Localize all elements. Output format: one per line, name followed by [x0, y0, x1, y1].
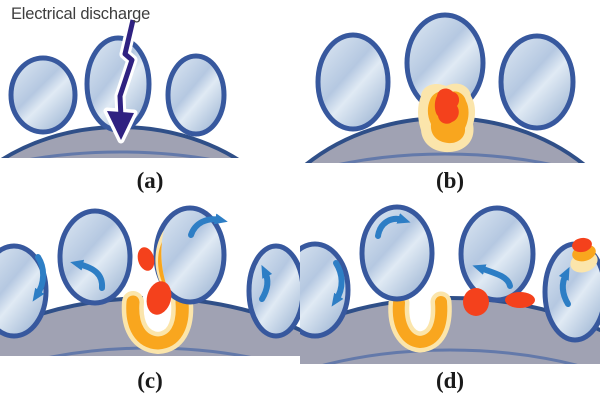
molten-droplet-right — [505, 292, 535, 308]
rotation-arrow-left — [70, 259, 106, 291]
melt-crater — [388, 284, 452, 353]
rotation-arrows — [331, 213, 571, 307]
panel-label-c: (c) — [137, 368, 163, 393]
panel-a: Electrical discharge (a) — [0, 0, 300, 200]
melt-pool-core — [434, 88, 460, 124]
melt-sliver-inner — [158, 242, 170, 295]
molten-droplet-crater-rim — [463, 288, 489, 316]
rotation-arrow-right — [472, 264, 513, 289]
powder-particle-right — [498, 33, 576, 131]
panel-c-drawing — [0, 205, 300, 400]
melt-sliver-outer — [155, 230, 172, 300]
rotation-arrow-far-right — [259, 264, 273, 302]
ejected-melt — [463, 237, 598, 316]
powder-particle-left — [57, 208, 133, 306]
powder-particle-right — [165, 53, 227, 137]
panel-bottom-mask — [300, 163, 600, 200]
powder-particle-far-right — [246, 243, 300, 339]
panel-c: (c) — [0, 200, 300, 400]
panel-label-d: (d) — [435, 368, 465, 393]
crater-melt-ring-inner — [392, 296, 448, 349]
rotation-arrow-far-left — [32, 254, 47, 302]
lightning-discharge-arrow — [103, 14, 139, 144]
panel-bottom-mask — [0, 158, 300, 200]
molten-droplet-lower — [146, 281, 172, 315]
panel-a-drawing — [0, 14, 300, 200]
powder-particle-left — [8, 55, 78, 135]
panel-label-b: (b) — [435, 168, 465, 193]
melt-pool — [418, 83, 476, 153]
rotation-arrow-far-right — [558, 266, 571, 307]
rotation-arrows — [32, 213, 273, 302]
molten-droplet-upper — [137, 247, 155, 271]
panel-d: (d) — [300, 200, 600, 400]
melt-cap-core — [572, 237, 592, 253]
crater-melt-ring-inner — [126, 295, 189, 350]
panel-b: (b) — [300, 0, 600, 200]
rotation-arrow-left — [375, 213, 411, 239]
powder-particle-right — [458, 205, 536, 303]
rotation-arrow-right — [188, 213, 228, 238]
panel-b-drawing — [300, 12, 600, 200]
panel-d-drawing — [300, 204, 600, 400]
panel-label-a: (a) — [136, 168, 164, 193]
rotation-arrow-far-left — [331, 260, 345, 307]
powder-particle-far-left — [0, 243, 49, 339]
discharge-annotation: Electrical discharge — [11, 5, 151, 23]
powder-particle-left — [315, 32, 391, 132]
ejected-melt — [137, 230, 172, 315]
panel-bottom-mask — [300, 364, 600, 400]
panel-bottom-mask — [0, 356, 300, 400]
